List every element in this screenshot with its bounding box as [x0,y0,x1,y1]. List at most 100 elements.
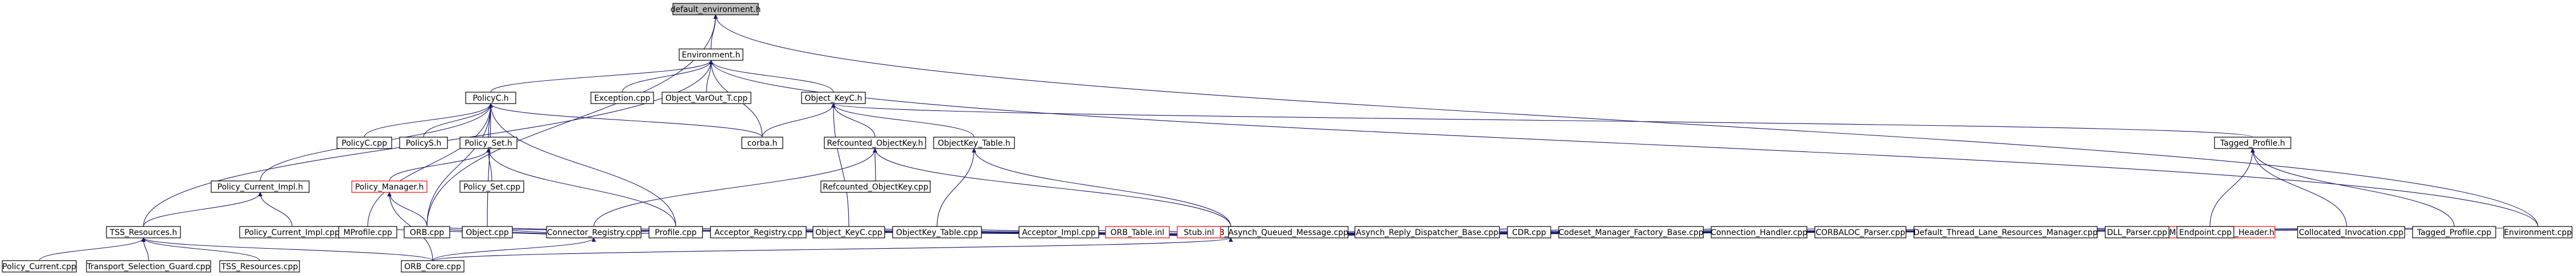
edge-env_h-to-policyc_h [490,60,713,93]
node-box [336,137,392,149]
edge-objectkeyc_h-to-object_keyc_cpp [831,103,849,227]
edge-orb_core_h-to-orb_core_cpp [432,237,1233,261]
node-box [462,226,513,238]
node-box [546,226,642,238]
node-label: Policy_Manager.h [355,183,424,192]
node-acceptor-impl-cpp[interactable]: Acceptor_Impl.cpp [1018,226,1099,238]
node-box [812,226,885,238]
node-box [338,226,397,238]
node-policyc-h[interactable]: PolicyC.h [465,92,516,104]
edge-tss_resources_h-to-tss_resources_cpp [141,237,260,261]
node-default-thread-lane-cpp[interactable]: Default_Thread_Lane_Resources_Manager.cp… [1913,226,2098,238]
edge-objectkeyc_h-to-tagged_profile_h [831,103,2253,138]
node-box [820,180,931,193]
node-label: Object_VarOut_T.cpp [665,94,748,103]
node-box [2297,226,2405,238]
node-policy-set-cpp[interactable]: Policy_Set.cpp [459,180,524,193]
edge-tss_resources_h-to-policy_current_cpp [39,237,146,261]
node-connection-handler-cpp[interactable]: Connection_Handler.cpp [1711,226,1807,238]
node-transport-guard-cpp[interactable]: Transport_Selection_Guard.cpp [86,260,211,273]
node-box [2,260,77,273]
node-policys-h[interactable]: PolicyS.h [399,137,448,149]
node-codeset-cpp[interactable]: Codeset_Manager_Factory_Base.cpp [1558,226,1704,238]
node-label: Connector_Registry.cpp [547,228,641,237]
edge-policyc_h-to-mprofile_cpp [367,103,493,227]
node-corba-h[interactable]: corba.h [741,137,783,149]
node-box [1913,226,2098,238]
node-label: corba.h [747,139,778,148]
node-objkey-table-h[interactable]: ObjectKey_Table.h [933,137,1015,149]
node-mprofile-cpp[interactable]: MProfile.cpp [338,226,397,238]
node-box [106,226,181,238]
node-refcounted-objkey-cpp[interactable]: Refcounted_ObjectKey.cpp [820,180,931,193]
node-objkey-table-cpp[interactable]: ObjectKey_Table.cpp [892,226,982,238]
node-policyc-cpp[interactable]: PolicyC.cpp [336,137,392,149]
node-tss-resources-cpp[interactable]: TSS_Resources.cpp [219,260,300,273]
node-policy-current-impl-cpp[interactable]: Policy_Current_Impl.cpp [239,226,345,238]
node-label: Acceptor_Impl.cpp [1022,228,1096,237]
edge-tagged_profile_h-to-tao_server_request_h [2250,148,2347,227]
node-policy-current-cpp[interactable]: Policy_Current.cpp [2,260,77,273]
node-tagged-profile-cpp[interactable]: Tagged_Profile.cpp [2412,226,2496,238]
node-label: Connection_Handler.cpp [1711,228,1807,237]
node-env-h[interactable]: Environment.h [679,48,743,61]
node-object-cpp[interactable]: Object.cpp [462,226,513,238]
node-stub-inl[interactable]: Stub.inl [1177,226,1221,238]
node-policy-current-impl-h[interactable]: Policy_Current_Impl.h [211,180,310,193]
edge-env_h-to-exception_cpp [622,60,713,93]
node-label: Asynch_Queued_Message.cpp [1229,228,1349,237]
node-label: Object_KeyC.cpp [815,228,882,237]
node-box [2503,226,2573,238]
node-box [1018,226,1099,238]
edge-tagged_profile_h-to-tagged_profile_cpp [2250,148,2455,227]
node-label: Asynch_Reply_Dispatcher_Base.cpp [1356,228,1498,237]
node-label: Policy_Current.cpp [2,262,76,271]
edge-policyc_h-to-policys_h [423,103,493,138]
node-label: ORB_Table.inl [1111,228,1165,237]
node-connector-registry-cpp[interactable]: Connector_Registry.cpp [546,226,642,238]
node-label: TSS_Resources.h [109,228,177,237]
node-acceptor-registry-cpp[interactable]: Acceptor_Registry.cpp [710,226,807,238]
node-profile-cpp[interactable]: Profile.cpp [648,226,703,238]
node-policy-set-h[interactable]: Policy_Set.h [459,137,517,149]
edge-env_h-to-objectkeyc_h [709,60,834,93]
node-cdr-cpp[interactable]: CDR.cpp [1507,226,1551,238]
node-box [1354,226,1500,238]
edge-policy_set_h-to-profile_cpp [486,148,676,227]
node-label: ORB_Core.cpp [404,262,461,271]
edge-policy_manager_h-to-orb_cpp [387,192,428,227]
node-label: CORBALOC_Parser.cpp [1815,228,1905,237]
edge-policyc_h-to-policyc_cpp [364,103,493,138]
node-policy-manager-h[interactable]: Policy_Manager.h [351,180,428,193]
node-refcounted-objkey-h[interactable]: Refcounted_ObjectKey.h [824,137,926,149]
node-label: ObjectKey_Table.cpp [896,228,978,237]
node-orb-core-cpp[interactable]: ORB_Core.cpp [401,260,465,273]
node-corbaloc-cpp[interactable]: CORBALOC_Parser.cpp [1814,226,1907,238]
node-box [2214,137,2291,149]
node-collocated-invocation-cpp[interactable]: Collocated_Invocation.cpp [2297,226,2405,238]
node-orb-cpp[interactable]: ORB.cpp [404,226,450,238]
node-box [648,226,703,238]
edge-refcounted_objkey_h-to-refcounted_objkey_cpp [873,148,877,182]
node-box [219,260,300,273]
node-tss-resources-h[interactable]: TSS_Resources.h [106,226,181,238]
node-objectkeyc-h[interactable]: Object_KeyC.h [801,92,866,104]
node-object-varout[interactable]: Object_VarOut_T.cpp [662,92,751,104]
node-exception-cpp[interactable]: Exception.cpp [590,92,654,104]
node-box [1105,226,1170,238]
node-label: Acceptor_Registry.cpp [714,228,802,237]
node-dll-parser-cpp[interactable]: DLL_Parser.cpp [2105,226,2170,238]
node-object-keyc-cpp[interactable]: Object_KeyC.cpp [812,226,885,238]
node-reply-dispatcher-cpp[interactable]: Asynch_Reply_Dispatcher_Base.cpp [1354,226,1500,238]
node-queued-message-cpp[interactable]: Asynch_Queued_Message.cpp [1228,226,1349,238]
node-environment-cpp[interactable]: Environment.cpp [2503,226,2573,238]
node-tagged-profile-h[interactable]: Tagged_Profile.h [2214,137,2291,149]
node-orb-table-inl[interactable]: ORB_Table.inl [1105,226,1170,238]
node-label: Transport_Selection_Guard.cpp [87,262,211,271]
node-label: default_environment.h [671,5,761,14]
node-label: Policy_Set.h [465,139,512,148]
node-box [824,137,926,149]
node-endpoint-cpp[interactable]: Endpoint.cpp [2176,226,2234,238]
node-box [2105,226,2170,238]
node-box [401,260,465,273]
